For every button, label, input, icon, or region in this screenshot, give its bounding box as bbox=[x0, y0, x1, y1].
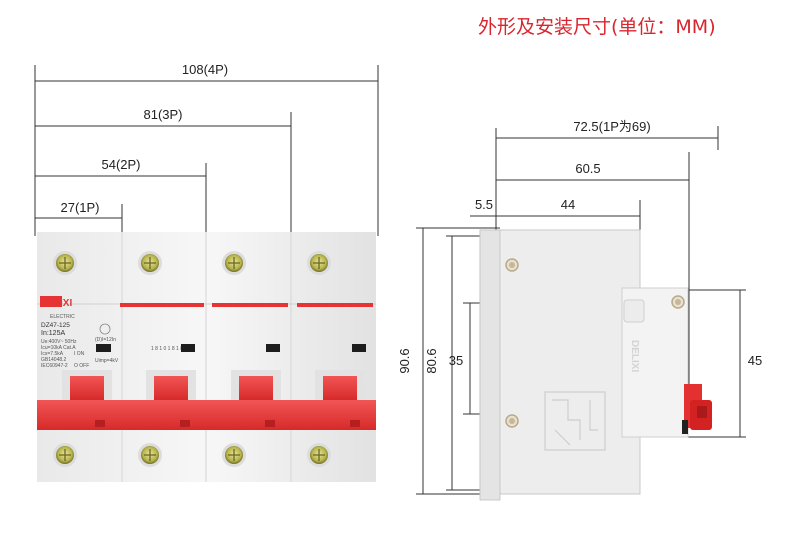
serial-digits: 1 8 1 0 1 8 1 8 bbox=[151, 346, 183, 352]
current-rating: In:125A bbox=[41, 330, 65, 337]
side-view: 72.5(1P为69) 60.5 5.5 44 90.6 80.6 35 45 bbox=[397, 119, 762, 501]
ccc-mark-icon bbox=[99, 323, 111, 335]
on-label: I ON bbox=[74, 351, 85, 357]
drawing-title: 外形及安装尺寸(单位：MM) bbox=[478, 16, 716, 38]
spec-line: IEC60947-2 bbox=[41, 363, 68, 369]
spec-line: GB14048.2 bbox=[41, 357, 67, 363]
dim-108-4p: 108(4P) bbox=[182, 62, 228, 77]
spec-line: Ue:400V~ 50Hz bbox=[41, 339, 77, 345]
brand-sub: ELECTRIC bbox=[50, 314, 75, 320]
dim-5-5: 5.5 bbox=[475, 197, 493, 212]
dim-27-1p: 27(1P) bbox=[60, 200, 99, 215]
toggle-handles bbox=[62, 370, 365, 400]
top-terminal-screws bbox=[53, 251, 331, 275]
dim-35: 35 bbox=[449, 353, 463, 368]
dim-54-2p: 54(2P) bbox=[101, 157, 140, 172]
spec-line: Icu=10kA Cat.A bbox=[41, 345, 76, 351]
dim-60-5: 60.5 bbox=[575, 161, 600, 176]
handle-tie-bar bbox=[37, 400, 376, 430]
spec-line: Uimp=4kV bbox=[95, 358, 119, 364]
spec-line: Ics=7.5kA bbox=[41, 351, 64, 357]
embossed-logo: DELIXI bbox=[629, 340, 640, 372]
trip-indicator bbox=[181, 344, 195, 352]
din-rail-clip bbox=[479, 229, 501, 501]
bottom-terminal-screws bbox=[53, 443, 331, 467]
trip-indicator bbox=[96, 344, 111, 352]
spec-line: (D)I=12In bbox=[95, 337, 116, 343]
off-label: O OFF bbox=[74, 363, 89, 369]
dim-72-5: 72.5(1P为69) bbox=[573, 119, 650, 134]
trip-indicator bbox=[352, 344, 366, 352]
embossed-diagram bbox=[544, 391, 606, 451]
dim-81-3p: 81(3P) bbox=[143, 107, 182, 122]
dim-45: 45 bbox=[748, 353, 762, 368]
trip-indicator bbox=[266, 344, 280, 352]
model-number: DZ47-125 bbox=[41, 322, 70, 329]
front-view: 108(4P) 81(3P) 54(2P) 27(1P) bbox=[34, 62, 379, 482]
brand-logo-text: DELIXI bbox=[40, 298, 72, 309]
dim-44: 44 bbox=[561, 197, 575, 212]
dim-90-6: 90.6 bbox=[397, 348, 412, 373]
dim-80-6: 80.6 bbox=[424, 348, 439, 373]
side-red-handle bbox=[682, 384, 712, 434]
front-dimension-lines bbox=[34, 65, 379, 236]
